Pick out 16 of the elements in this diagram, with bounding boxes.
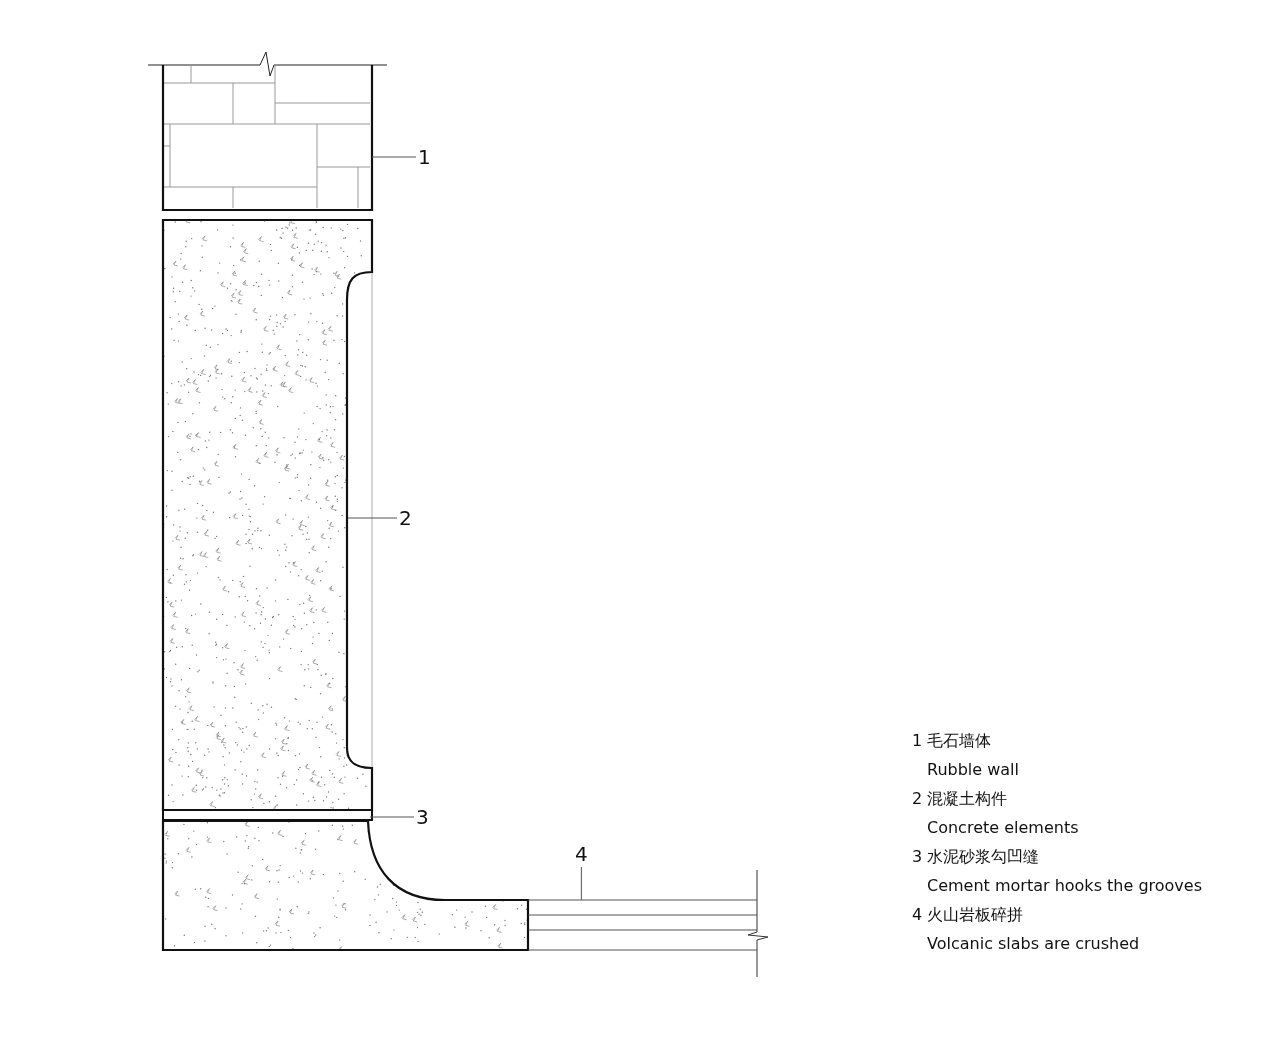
callout-number: 4 — [575, 843, 588, 865]
leader-line — [580, 866, 582, 901]
legend-translation: Rubble wall — [927, 760, 1019, 780]
leader-line — [371, 156, 417, 158]
legend-item: 4 火山岩板碎拼 — [912, 905, 1024, 925]
callout-number: 2 — [399, 507, 412, 529]
leader-line — [347, 517, 398, 519]
legend-item: 1 毛石墙体 — [912, 731, 992, 751]
legend-translation: Concrete elements — [927, 818, 1079, 838]
legend-item: 3 水泥砂浆勾凹缝 — [912, 847, 1040, 867]
leader-line — [369, 816, 415, 818]
callout-number: 3 — [416, 806, 429, 828]
legend-translation: Cement mortar hooks the grooves — [927, 876, 1202, 896]
legend-item: 2 混凝土构件 — [912, 789, 1008, 809]
legend-translation: Volcanic slabs are crushed — [927, 934, 1140, 954]
callout-number: 1 — [418, 146, 431, 168]
